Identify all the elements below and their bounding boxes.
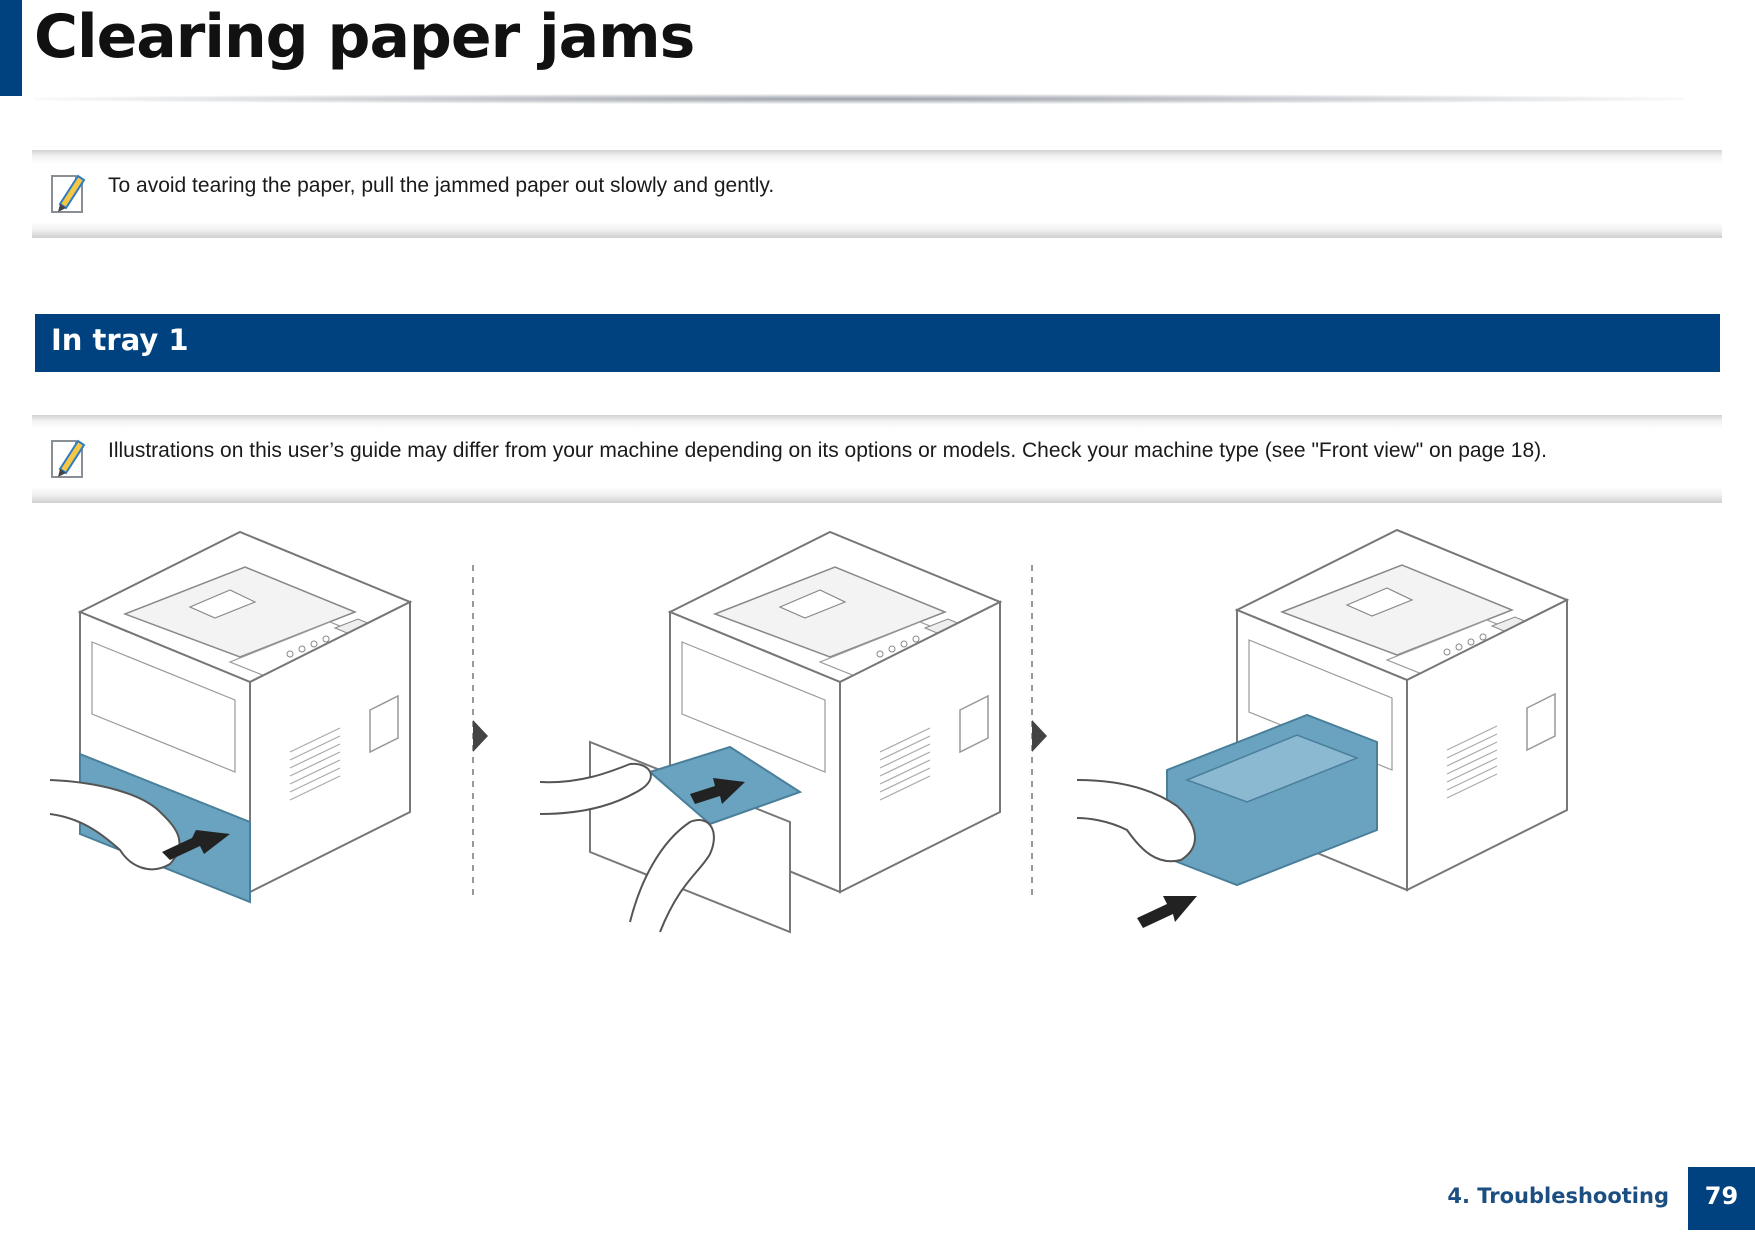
title-accent-bar [0,0,22,96]
step-3-reinsert-tray [1076,529,1568,928]
page-number-badge: 79 [1688,1167,1755,1230]
step-arrow-icon [473,720,488,752]
chapter-label: 4. Troubleshooting [1447,1184,1669,1208]
note-text: Illustrations on this user’s guide may d… [108,439,1547,462]
step-arrow-icon [1032,720,1047,752]
note-pencil-icon [51,174,86,213]
note-box-tearing: To avoid tearing the paper, pull the jam… [32,150,1722,238]
tray-jam-illustration [49,529,1568,934]
section-title: In tray 1 [51,323,189,357]
page-title: Clearing paper jams [34,2,695,72]
section-header: In tray 1 [35,314,1720,372]
title-divider [34,94,1684,104]
note-box-illustrations: Illustrations on this user’s guide may d… [32,415,1722,503]
note-text: To avoid tearing the paper, pull the jam… [108,174,775,197]
step-2-remove-paper [539,531,1001,934]
note-pencil-icon [51,439,86,478]
step-1-pull-tray [49,531,411,904]
